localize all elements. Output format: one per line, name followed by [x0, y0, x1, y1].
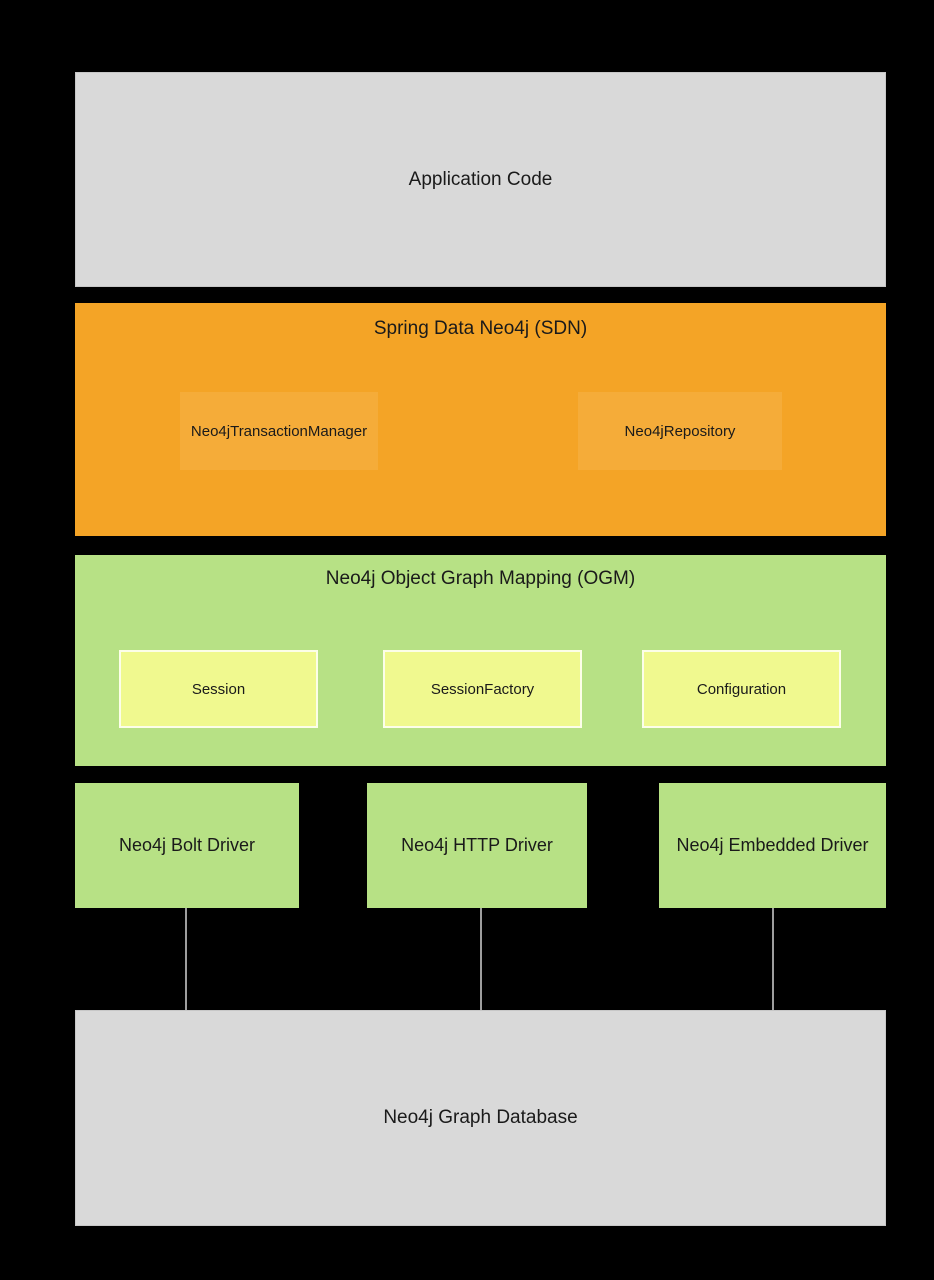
ogm-title: Neo4j Object Graph Mapping (OGM)	[325, 568, 636, 589]
session-label: Session	[191, 680, 246, 698]
repository-label: Neo4jRepository	[624, 422, 736, 440]
http-driver-box: Neo4j HTTP Driver	[367, 783, 587, 908]
application-code-label: Application Code	[408, 168, 553, 190]
application-code-box: Application Code	[75, 72, 886, 287]
bolt-driver-box: Neo4j Bolt Driver	[75, 783, 299, 908]
embedded-driver-connector-line	[772, 908, 774, 1010]
configuration-label: Configuration	[696, 680, 787, 698]
graph-database-label: Neo4j Graph Database	[383, 1107, 578, 1128]
graph-database-box: Neo4j Graph Database	[75, 1010, 886, 1226]
transaction-manager-box: Neo4jTransactionManager	[180, 392, 378, 470]
session-factory-box: SessionFactory	[383, 650, 582, 728]
session-box: Session	[119, 650, 318, 728]
bolt-driver-label: Neo4j Bolt Driver	[118, 835, 256, 855]
ogm-container-box: Neo4j Object Graph Mapping (OGM) Session…	[75, 555, 886, 766]
repository-box: Neo4jRepository	[578, 392, 782, 470]
bolt-driver-connector-line	[185, 908, 187, 1010]
configuration-box: Configuration	[642, 650, 841, 728]
embedded-driver-box: Neo4j Embedded Driver	[659, 783, 886, 908]
http-driver-connector-line	[480, 908, 482, 1010]
http-driver-label: Neo4j HTTP Driver	[401, 835, 553, 855]
session-factory-label: SessionFactory	[430, 680, 535, 698]
embedded-driver-label: Neo4j Embedded Driver	[676, 835, 869, 855]
sdn-container-box: Spring Data Neo4j (SDN) Neo4jTransaction…	[75, 303, 886, 536]
transaction-manager-label: Neo4jTransactionManager	[190, 422, 368, 440]
sdn-title: Spring Data Neo4j (SDN)	[373, 318, 588, 339]
